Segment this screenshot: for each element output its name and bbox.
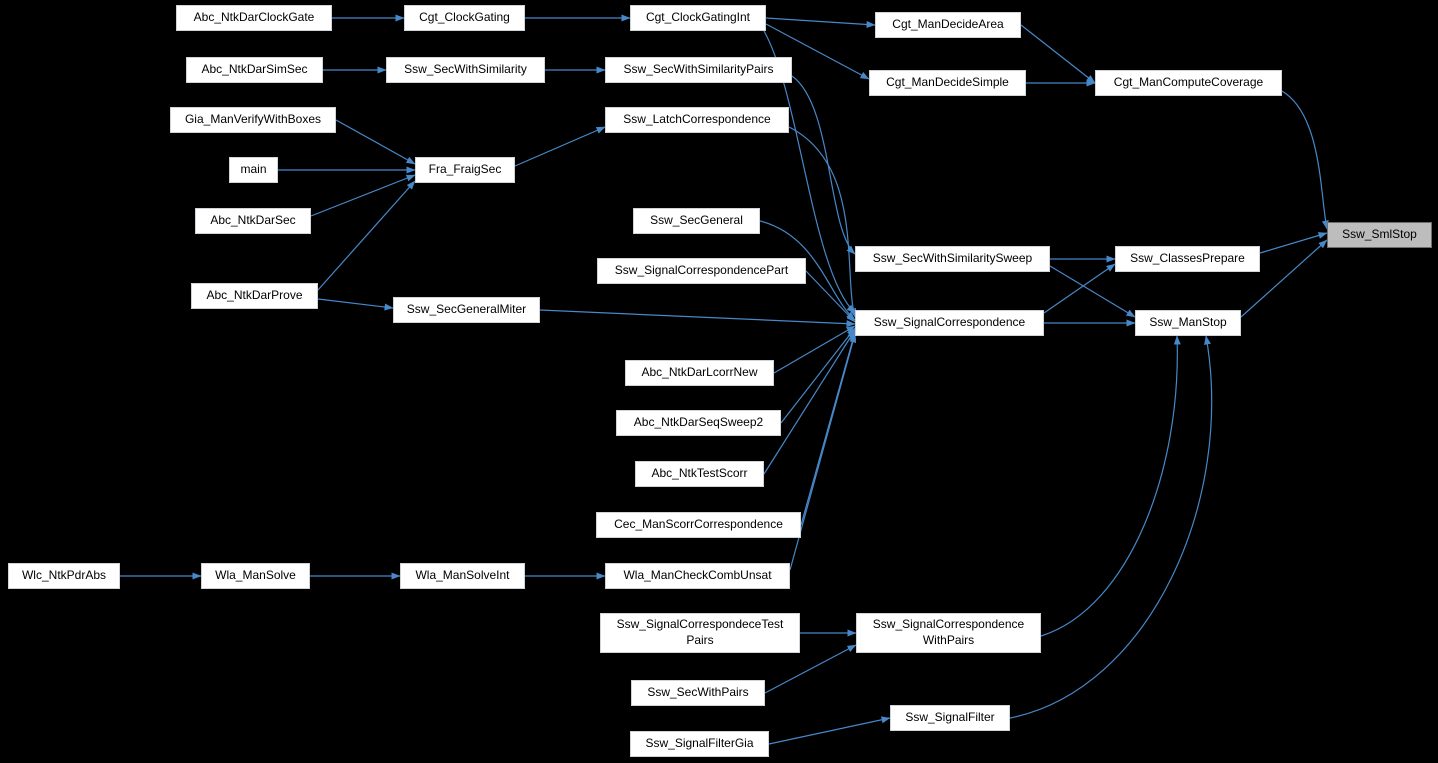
node-ssw_classesprepare[interactable]: Ssw_ClassesPrepare (1115, 246, 1260, 272)
node-abc_ntkdarclockgate[interactable]: Abc_NtkDarClockGate (176, 5, 332, 31)
edge-abc_ntkdarprove-ssw_secgeneralmiter (317, 298, 394, 311)
node-cgt_clockgatingint[interactable]: Cgt_ClockGatingInt (630, 5, 766, 31)
edge-ssw_secwithsimilaritypairs-ssw_secwithsimilaritysweep (791, 75, 856, 255)
edge-ssw_signalcorrespondencepart-ssw_signalcorrespondence (805, 270, 856, 323)
edge-cec_manscorrcorrespondence-ssw_signalcorrespondence (800, 331, 857, 526)
node-cgt_mancomputecoverage[interactable]: Cgt_ManComputeCoverage (1095, 70, 1282, 96)
edge-abc_ntktestscorr-ssw_signalcorrespondence (763, 329, 856, 475)
node-cgt_clockgating[interactable]: Cgt_ClockGating (404, 5, 525, 31)
node-abc_ntkdarsimsec[interactable]: Abc_NtkDarSimSec (186, 57, 323, 83)
node-fra_fraigsec[interactable]: Fra_FraigSec (415, 157, 515, 183)
edge-gia_manverifywithboxes-fra_fraigsec (335, 119, 416, 165)
node-cgt_mandecidearea[interactable]: Cgt_ManDecideArea (875, 12, 1021, 38)
node-ssw_secwithsimilaritysweep[interactable]: Ssw_SecWithSimilaritySweep (855, 246, 1050, 272)
node-ssw_signalcorrespondencepart[interactable]: Ssw_SignalCorrespondencePart (597, 258, 806, 284)
edge-ssw_classesprepare-ssw_smlstop (1259, 232, 1328, 254)
edge-abc_ntkdarlcorrnew-ssw_signalcorrespondence (773, 325, 856, 374)
node-ssw_secgeneralmiter[interactable]: Ssw_SecGeneralMiter (393, 297, 540, 323)
edge-ssw_scwithpairs-ssw_manstop (1040, 335, 1181, 637)
node-cgt_mandecidesimple[interactable]: Cgt_ManDecideSimple (869, 70, 1026, 96)
edge-cgt_mancomputecoverage-ssw_smlstop (1281, 90, 1329, 230)
node-ssw_scwithpairs[interactable]: Ssw_SignalCorrespondence WithPairs (856, 613, 1041, 653)
edge-ssw_manstop-ssw_smlstop (1240, 239, 1328, 318)
edge-cgt_clockgatingint-cgt_mandecidesimple (765, 23, 870, 80)
edge-ssw_secwithsimilaritysweep-ssw_manstop (1049, 265, 1136, 318)
node-gia_manverifywithboxes[interactable]: Gia_ManVerifyWithBoxes (170, 107, 336, 133)
node-wla_mansolve[interactable]: Wla_ManSolve (201, 563, 310, 589)
edge-ssw_latchcorrespondence-ssw_signalcorrespondence (788, 126, 857, 318)
node-ssw_signalfilter[interactable]: Ssw_SignalFilter (890, 705, 1010, 731)
edge-ssw_secwithpairs-ssw_scwithpairs (764, 644, 857, 694)
edge-cgt_clockgatingint-cgt_mandecidearea (765, 17, 876, 28)
edge-abc_ntkdarseqsweep2-ssw_signalcorrespondence (780, 327, 856, 424)
node-wla_mansolveint[interactable]: Wla_ManSolveInt (400, 563, 525, 589)
node-ssw_signalcorrespondence[interactable]: Ssw_SignalCorrespondence (855, 310, 1044, 336)
node-ssw_sctestpairs[interactable]: Ssw_SignalCorrespondeceTest Pairs (600, 613, 800, 653)
node-abc_ntkdarseqsweep2[interactable]: Abc_NtkDarSeqSweep2 (616, 410, 781, 436)
edge-ssw_secgeneralmiter-ssw_signalcorrespondence (539, 309, 856, 328)
node-ssw_latchcorrespondence[interactable]: Ssw_LatchCorrespondence (605, 107, 789, 133)
node-abc_ntktestscorr[interactable]: Abc_NtkTestScorr (635, 461, 764, 487)
node-wlc_ntkpdrabs[interactable]: Wlc_NtkPdrAbs (8, 563, 120, 589)
edge-abc_ntkdarprove-fra_fraigsec (317, 180, 416, 291)
edge-abc_ntkdarsec-fra_fraigsec (310, 174, 416, 217)
node-abc_ntkdarlcorrnew[interactable]: Abc_NtkDarLcorrNew (625, 360, 774, 386)
node-ssw_secwithsimilaritypairs[interactable]: Ssw_SecWithSimilarityPairs (605, 57, 792, 83)
edge-ssw_signalfiltergia-ssw_signalfilter (768, 716, 891, 745)
node-wla_mancheckcombunsat[interactable]: Wla_ManCheckCombUnsat (605, 563, 790, 589)
edge-cgt_mandecidearea-cgt_mancomputecoverage (1020, 24, 1096, 84)
node-ssw_signalfiltergia[interactable]: Ssw_SignalFilterGia (630, 731, 769, 757)
node-cec_manscorrcorrespondence[interactable]: Cec_ManScorrCorrespondence (596, 512, 801, 538)
edge-ssw_signalcorrespondence-ssw_classesprepare (1043, 263, 1116, 314)
node-ssw_smlstop[interactable]: Ssw_SmlStop (1327, 222, 1432, 248)
node-main[interactable]: main (229, 157, 278, 183)
node-ssw_secwithpairs[interactable]: Ssw_SecWithPairs (631, 680, 765, 706)
node-ssw_manstop[interactable]: Ssw_ManStop (1135, 310, 1241, 336)
edge-fra_fraigsec-ssw_latchcorrespondence (514, 126, 606, 167)
node-abc_ntkdarprove[interactable]: Abc_NtkDarProve (191, 283, 318, 309)
edge-ssw_signalfilter-ssw_manstop (1009, 335, 1213, 719)
node-abc_ntkdarsec[interactable]: Abc_NtkDarSec (195, 208, 311, 234)
edge-ssw_secgeneral-ssw_signalcorrespondence (759, 220, 856, 321)
node-ssw_secgeneral[interactable]: Ssw_SecGeneral (633, 208, 760, 234)
node-ssw_secwithsimilarity[interactable]: Ssw_SecWithSimilarity (386, 57, 545, 83)
